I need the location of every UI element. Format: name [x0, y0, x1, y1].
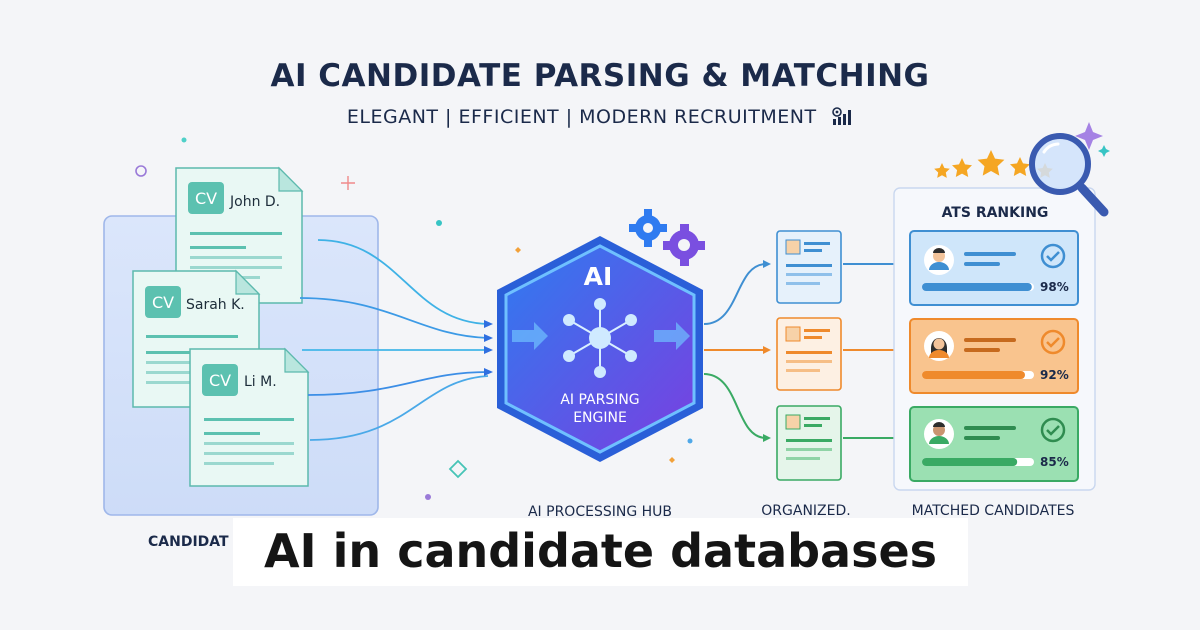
engine-label-line2: ENGINE	[573, 410, 627, 426]
avatar-icon	[929, 422, 949, 444]
ranking-connectors	[843, 263, 896, 439]
column-label-left: CANDIDAT	[148, 534, 229, 550]
sparkle-icon	[135, 122, 1110, 500]
column-label-hub: AI PROCESSING HUB	[528, 504, 672, 520]
gear-icon	[629, 209, 705, 266]
page-subtitle-text: ELEGANT | EFFICIENT | MODERN RECRUITMENT	[346, 106, 817, 128]
organized-card	[776, 405, 842, 481]
magnifier-icon	[1029, 133, 1109, 217]
resume-badge: CV	[209, 371, 231, 390]
resume-badge: CV	[152, 293, 174, 312]
page-subtitle: ELEGANT | EFFICIENT | MODERN RECRUITMENT	[0, 106, 1200, 128]
check-icon	[1040, 417, 1066, 443]
engine-label-line1: AI PARSING	[560, 392, 639, 408]
input-connectors	[299, 239, 489, 441]
organized-card	[776, 230, 842, 304]
score-bar	[922, 458, 1018, 466]
check-icon	[1040, 329, 1066, 355]
ranking-score: 98%	[1040, 280, 1069, 294]
output-connectors	[703, 263, 767, 439]
page-title: AI CANDIDATE PARSING & MATCHING	[270, 58, 930, 94]
resume-card	[189, 347, 310, 487]
organized-card	[776, 317, 842, 391]
ranking-card	[909, 406, 1079, 482]
engine-badge: AI	[584, 262, 613, 291]
resume-card	[175, 166, 304, 304]
resume-badge: CV	[195, 189, 217, 208]
column-label-organized: ORGANIZED.	[761, 503, 850, 519]
network-icon	[563, 298, 637, 378]
score-bar	[922, 371, 1025, 379]
caption-text: AI in candidate databases	[263, 524, 938, 578]
resume-name: Sarah K.	[186, 297, 245, 313]
ranking-card	[909, 230, 1079, 306]
column-label-matched: MATCHED CANDIDATES	[912, 503, 1075, 519]
avatar-icon	[929, 248, 949, 270]
resume-name: John D.	[229, 194, 280, 210]
ranking-card	[909, 318, 1079, 394]
chart-icon	[832, 107, 852, 125]
caption-box: AI in candidate databases	[233, 518, 968, 586]
avatar-icon	[929, 338, 949, 358]
ranking-title: ATS RANKING	[942, 205, 1049, 221]
ranking-score: 85%	[1040, 455, 1069, 469]
arrow-heads	[484, 320, 493, 376]
score-bar	[922, 283, 1032, 291]
resume-name: Li M.	[244, 374, 277, 390]
check-icon	[1040, 243, 1066, 269]
ranking-score: 92%	[1040, 368, 1069, 382]
